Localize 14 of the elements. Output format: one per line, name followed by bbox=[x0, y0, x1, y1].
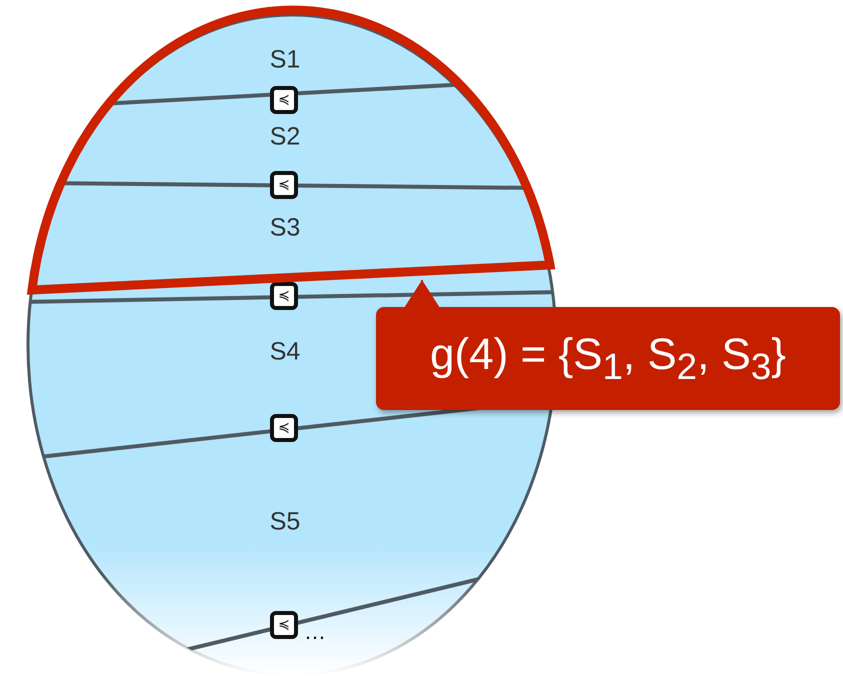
ellipsis-text: … bbox=[304, 619, 326, 645]
comparator-box: ≼ bbox=[270, 611, 298, 639]
comparator-box: ≼ bbox=[270, 282, 298, 310]
band-label: S3 bbox=[270, 214, 300, 242]
comparator-box: ≼ bbox=[270, 414, 298, 442]
comparator-box: ≼ bbox=[270, 171, 298, 199]
band-label: S2 bbox=[270, 122, 300, 150]
callout-text: g(4) = {S$_{1}$, S$_{2}$, S$_{3}$} bbox=[430, 330, 786, 388]
callout-pointer bbox=[404, 280, 440, 308]
band-label: S4 bbox=[270, 338, 300, 366]
callout-box bbox=[376, 307, 840, 410]
band-label: S5 bbox=[270, 508, 300, 536]
band-label: S1 bbox=[270, 46, 300, 74]
comparator-box: ≼ bbox=[270, 86, 298, 114]
